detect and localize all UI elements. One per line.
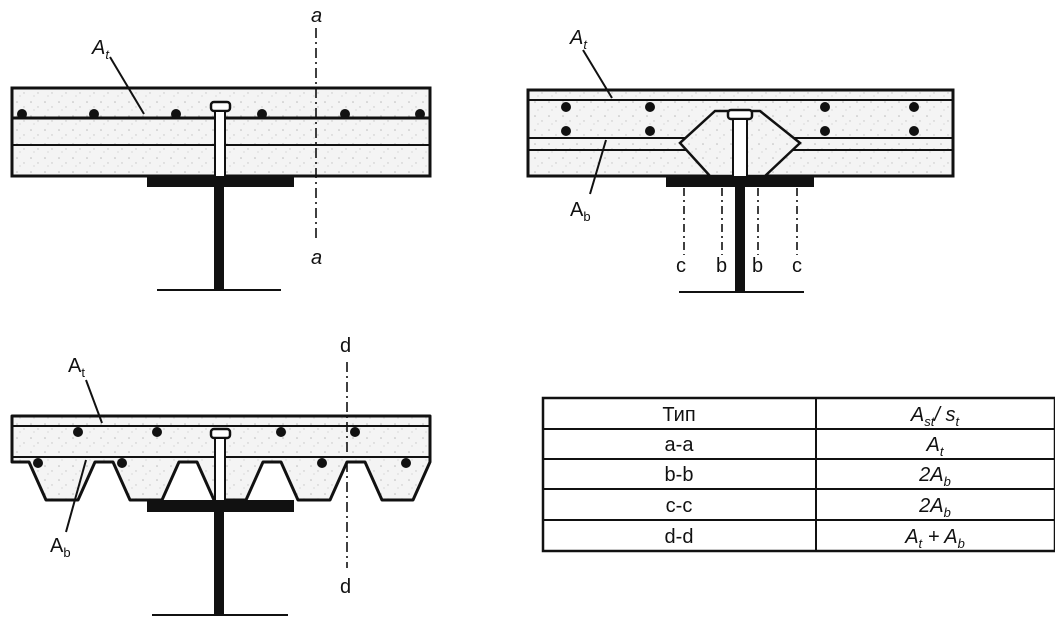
svg-text:At: At <box>91 37 110 62</box>
label-sec-c-left: c <box>676 255 686 277</box>
label-sec-c-right: c <box>792 255 802 277</box>
panel-d-rebars <box>33 427 411 468</box>
panel-a-rebars <box>17 109 425 119</box>
label-at-3: At <box>68 355 103 424</box>
panel-d-stud <box>209 427 232 502</box>
table-header-formula: Ast/ st <box>910 404 961 429</box>
label-sec-b-left: b <box>716 255 727 277</box>
table-row-type: d-d <box>665 526 694 548</box>
panel-a-stud <box>209 100 232 178</box>
table-row-type: a-a <box>665 434 695 456</box>
label-sec-a-bottom: a <box>311 247 322 269</box>
reinforcement-table: Тип Ast/ st a-a At b-b 2Ab c-c 2Ab d-d A… <box>541 396 1055 553</box>
label-sec-d-bottom: d <box>340 576 351 598</box>
svg-text:At: At <box>569 27 588 52</box>
table-row-value: At + Ab <box>904 526 965 551</box>
table-row-type: c-c <box>666 495 693 517</box>
label-at-2: At <box>569 27 613 99</box>
label-ab-3: Ab <box>50 459 87 560</box>
label-sec-d-top: d <box>340 335 351 357</box>
panel-b-rebars <box>561 102 919 136</box>
section-lines-b-c <box>683 188 798 255</box>
panel-a-steel-beam <box>147 176 294 291</box>
label-sec-b-right: b <box>752 255 763 277</box>
svg-text:Ab: Ab <box>50 535 71 560</box>
table-row-value: 2Ab <box>918 495 951 520</box>
table-row-value: 2Ab <box>918 464 951 489</box>
table-row-value: At <box>926 434 945 459</box>
table-row-type: b-b <box>665 464 694 486</box>
svg-text:At: At <box>68 355 85 380</box>
panel-b-stud <box>726 108 754 178</box>
table-header-type: Тип <box>662 404 695 426</box>
svg-text:Ab: Ab <box>570 199 591 224</box>
panel-d-steel-beam <box>147 500 294 616</box>
label-at-1: At <box>91 37 145 115</box>
label-sec-a-top: a <box>311 5 322 27</box>
panel-b-steel-beam <box>666 176 814 293</box>
label-ab-2: Ab <box>570 139 607 224</box>
